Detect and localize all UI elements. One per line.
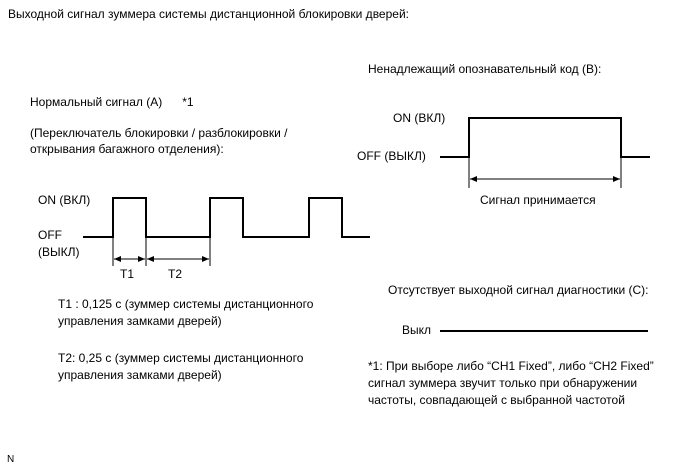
t1-arrow-right-icon: [138, 256, 145, 262]
normal-signal-heading-text: Нормальный сигнал (A): [30, 95, 163, 109]
footnote-line3: частоты, совпадающей с выбранной частото…: [368, 393, 625, 407]
corner-mark: N: [7, 454, 15, 465]
improper-off-label: OFF (ВЫКЛ): [357, 149, 426, 163]
no-output-heading: Отсутствует выходной сигнал диагностики …: [388, 283, 649, 297]
improper-on-label: ON (ВКЛ): [393, 111, 446, 125]
t2-arrow-left-icon: [147, 256, 154, 262]
normal-signal-subtitle-line2: открывания багажного отделения):: [30, 142, 224, 156]
improper-code-heading: Ненадлежащий опознавательный код (B):: [368, 62, 602, 76]
signal-accepted-label: Сигнал принимается: [480, 193, 596, 207]
normal-off-label-line2: (ВЫКЛ): [38, 245, 80, 259]
normal-signal-heading: Нормальный сигнал (A) *1: [30, 94, 194, 110]
normal-off-label-line1: OFF: [38, 228, 62, 242]
t2-arrow-right-icon: [202, 256, 209, 262]
t1-arrow-left-icon: [114, 256, 121, 262]
signal-arrow-right-icon: [613, 176, 620, 182]
normal-on-label: ON (ВКЛ): [38, 193, 91, 207]
t2-description-line1: T2: 0,25 с (зуммер системы дистанционног…: [58, 351, 304, 365]
page-title: Выходной сигнал зуммера системы дистанци…: [8, 7, 409, 21]
improper-code-waveform: [440, 117, 650, 158]
t2-description-line2: управления замками дверей): [58, 368, 222, 382]
signal-arrow-left-icon: [470, 176, 477, 182]
normal-signal-waveform: [83, 197, 370, 238]
t1-description-line2: управления замками дверей): [58, 314, 222, 328]
footnote-line2: сигнал зуммера звучит только при обнаруж…: [368, 376, 638, 390]
no-output-off-label: Выкл: [402, 323, 432, 337]
t1-label: T1: [120, 267, 135, 281]
t2-label: T2: [168, 267, 183, 281]
footnote-ref: *1: [182, 95, 194, 109]
normal-signal-subtitle-line1: (Переключатель блокировки / разблокировк…: [30, 126, 288, 140]
t1-description-line1: T1 : 0,125 с (зуммер системы дистанционн…: [58, 297, 314, 311]
footnote-line1: *1: При выборе либо “CH1 Fixed”, либо “C…: [368, 359, 654, 373]
